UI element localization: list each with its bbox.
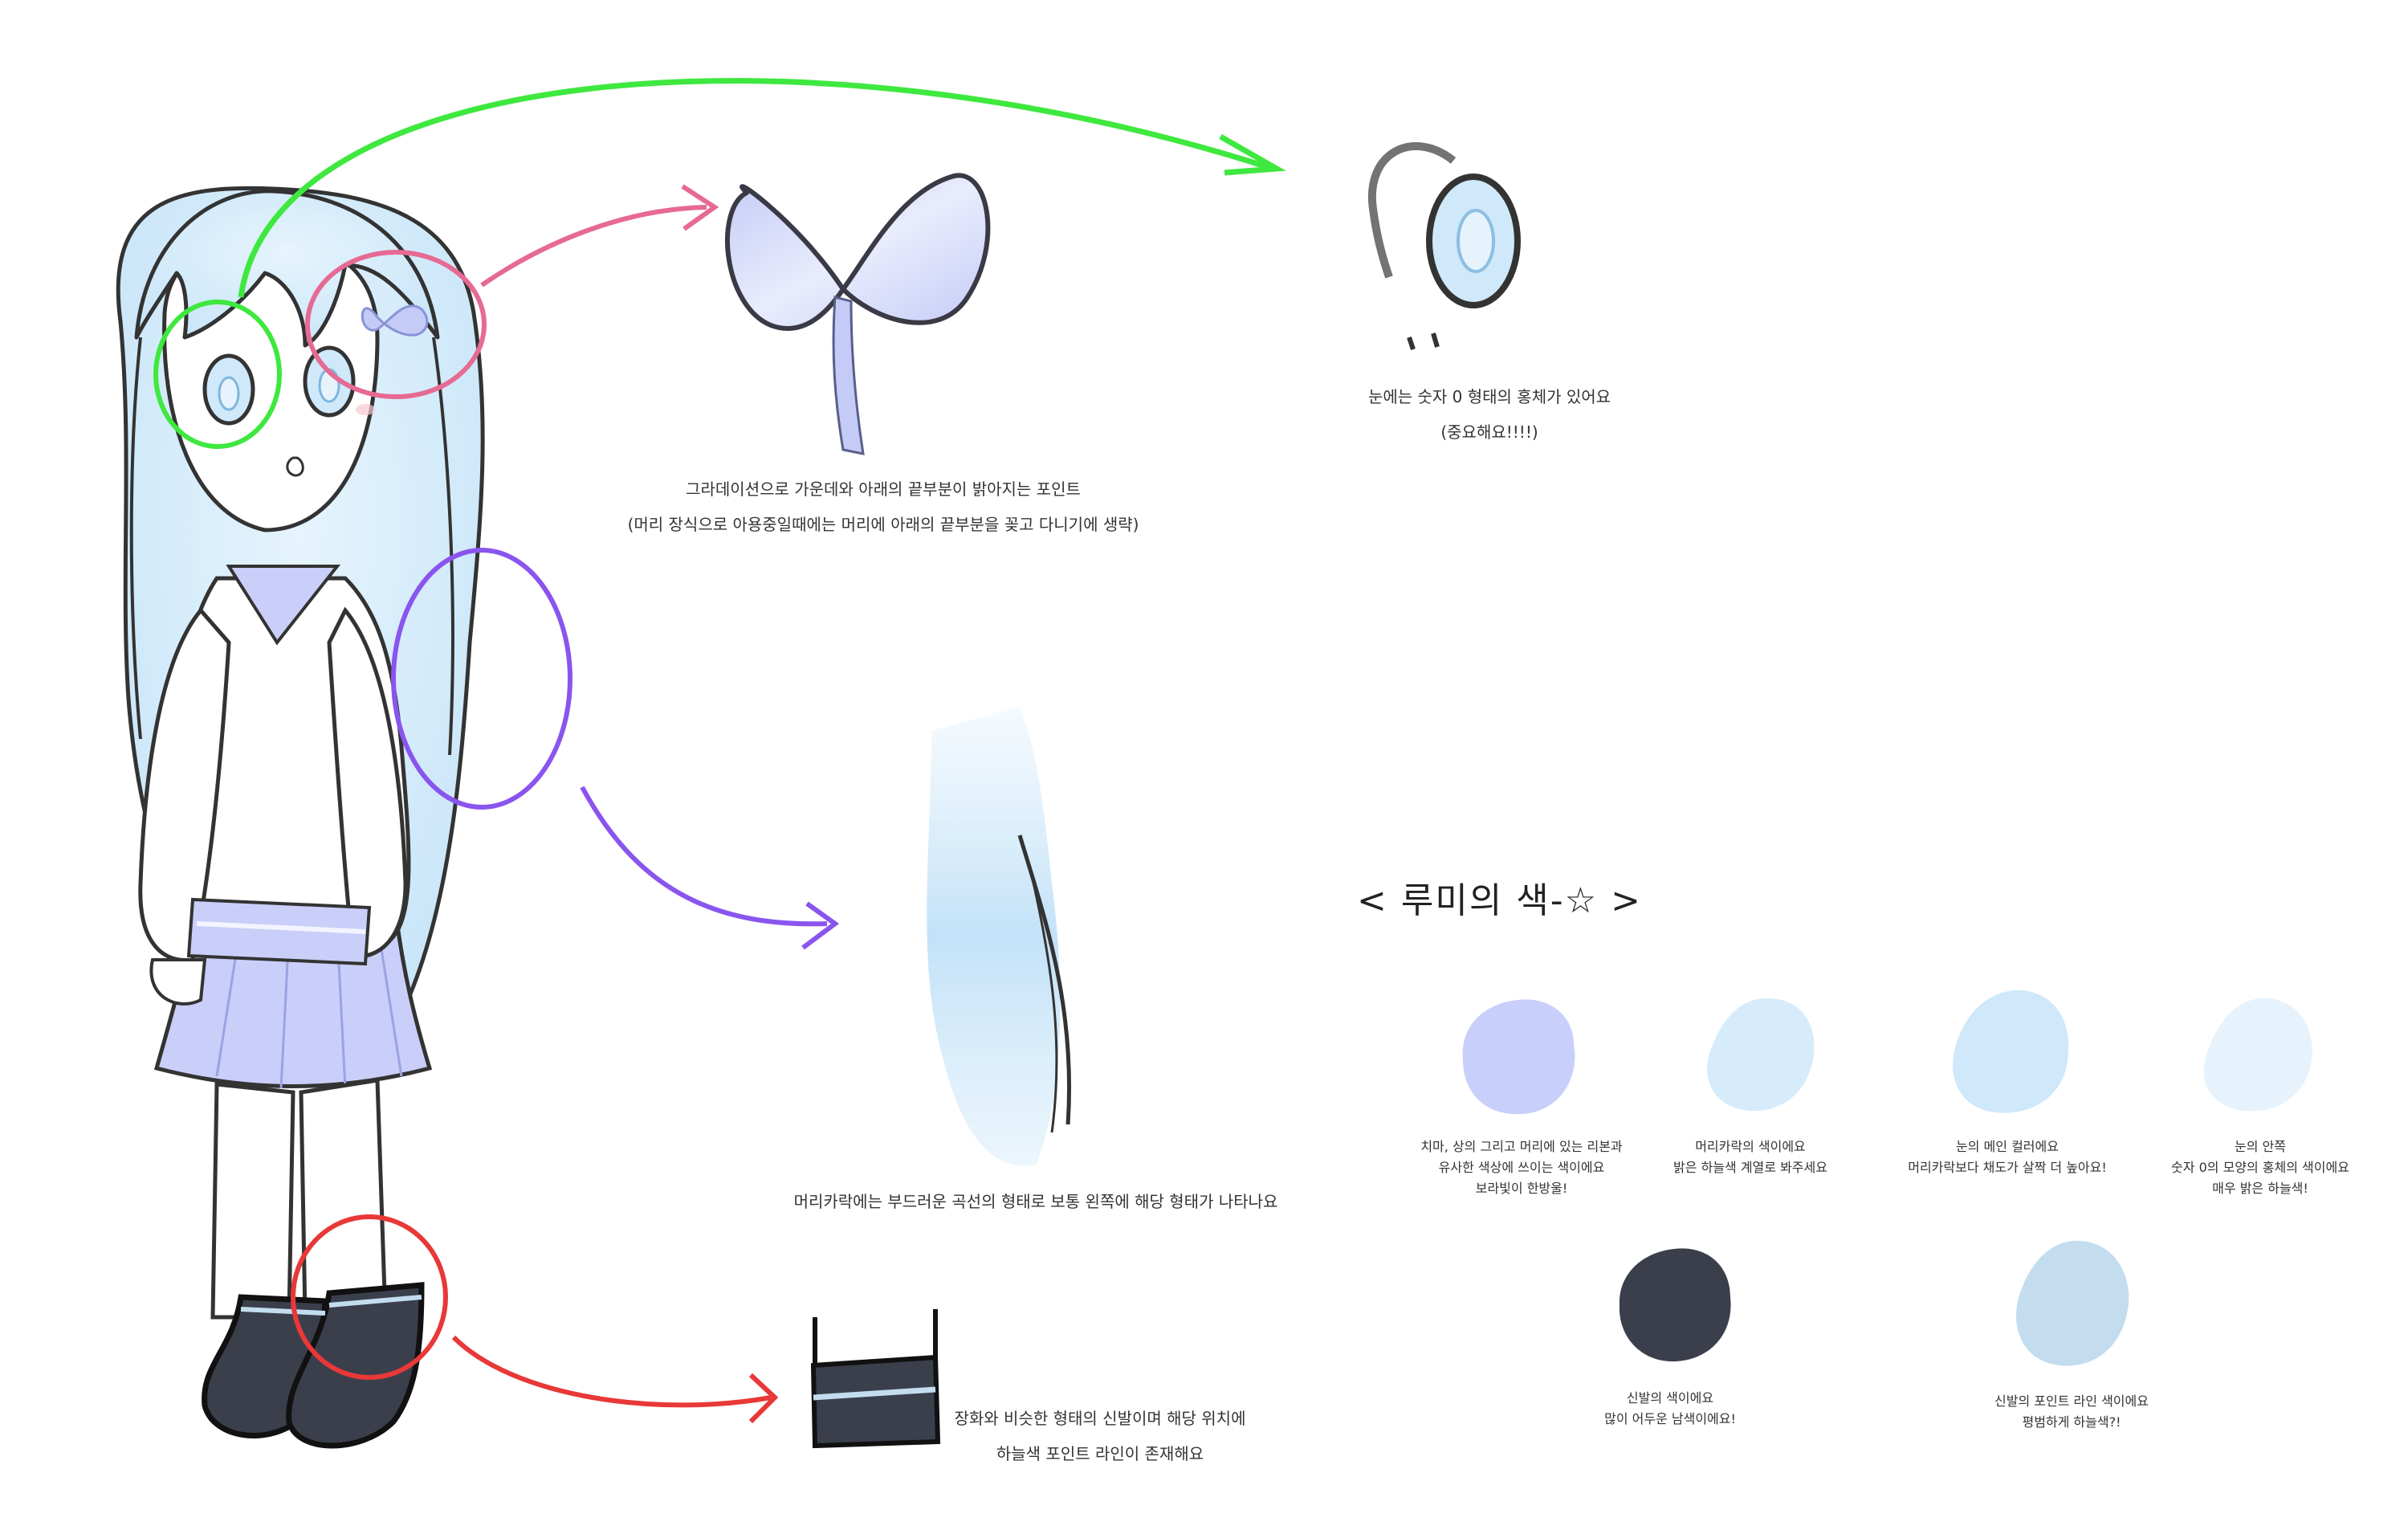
swatch-note-line: 평범하게 하늘색?!	[2022, 1414, 2121, 1430]
swatch-note-line: 유사한 색상에 쓰이는 색이에요	[1438, 1160, 1605, 1175]
swatch-eye-inner	[2203, 998, 2312, 1112]
hair-detail	[927, 707, 1072, 1166]
eye-note: 눈에는 숫자 0 형태의 홍체가 있어요 (중요해요!!!!)	[1329, 386, 1650, 443]
swatch-hair-note: 머리카락의 색이에요 밝은 하늘색 계열로 봐주세요	[1673, 1136, 1827, 1178]
ribbon-note: 그라데이션으로 가운데와 아래의 끝부분이 밝아지는 포인트 (머리 장식으로 …	[562, 478, 1204, 536]
swatch-skirt-ribbon	[1462, 999, 1575, 1115]
swatch-eye-main-note: 눈의 메인 컬러에요 머리카락보다 채도가 살짝 더 높아요!	[1908, 1136, 2107, 1178]
character-figure	[116, 186, 485, 1449]
red-arrow	[451, 1335, 772, 1408]
eye-highlight-circle	[153, 300, 282, 449]
boot-note-line-2: 하늘색 포인트 라인이 존재해요	[996, 1444, 1204, 1463]
hair-highlight-circle	[391, 548, 572, 810]
swatch-note-line: 보라빛이 한방울!	[1475, 1181, 1568, 1196]
eye-note-line-2: (중요해요!!!!)	[1440, 422, 1538, 442]
purple-arrow	[580, 785, 828, 927]
pink-arrow	[480, 205, 707, 288]
ribbon-note-line-1: 그라데이션으로 가운데와 아래의 끝부분이 밝아지는 포인트	[686, 479, 1081, 499]
eye-note-line-1: 눈에는 숫자 0 형태의 홍체가 있어요	[1367, 387, 1611, 406]
swatch-eye-inner-note: 눈의 안쪽 숫자 0의 모양의 홍체의 색이에요 매우 밝은 하늘색!	[2171, 1136, 2349, 1199]
swatch-note-line: 많이 어두운 남색이에요!	[1604, 1411, 1736, 1426]
swatch-boot	[1619, 1248, 1731, 1362]
ribbon-note-line-2: (머리 장식으로 아용중일때에는 머리에 아래의 끝부분을 꽂고 다니기에 생략…	[627, 515, 1139, 534]
eye-detail	[1367, 142, 1521, 350]
boot-note-line-1: 장화와 비슷한 형태의 신발이며 해당 위치에	[954, 1409, 1246, 1428]
hair-note-line: 머리카락에는 부드러운 곡선의 형태로 보통 왼쪽에 해당 형태가 나타나요	[793, 1192, 1278, 1211]
swatch-note-line: 밝은 하늘색 계열로 봐주세요	[1673, 1160, 1827, 1175]
swatch-hair	[1706, 998, 1815, 1112]
swatch-note-line: 매우 밝은 하늘색!	[2212, 1181, 2308, 1196]
swatch-boot-note: 신발의 색이에요 많이 어두운 남색이에요!	[1604, 1388, 1736, 1430]
boot-note: 장화와 비슷한 형태의 신발이며 해당 위치에 하늘색 포인트 라인이 존재해요	[931, 1407, 1269, 1465]
green-arrow	[238, 78, 1274, 298]
swatch-note-line: 머리카락보다 채도가 살짝 더 높아요!	[1908, 1160, 2107, 1175]
swatch-boot-line-note: 신발의 포인트 라인 색이에요 평범하게 하늘색?!	[1994, 1391, 2149, 1433]
boot-detail	[810, 1309, 941, 1449]
swatch-boot-line	[2015, 1240, 2129, 1366]
swatch-note-line: 눈의 안쪽	[2235, 1139, 2286, 1154]
swatch-eye-main	[1953, 990, 2069, 1113]
ribbon-highlight-circle	[305, 250, 487, 399]
swatch-note-line: 치마, 상의 그리고 머리에 있는 리본과	[1420, 1139, 1623, 1154]
palette-title: < 루미의 색-☆ >	[1357, 880, 1642, 921]
swatch-note-line: 숫자 0의 모양의 홍체의 색이에요	[2171, 1160, 2349, 1175]
swatch-skirt-ribbon-note: 치마, 상의 그리고 머리에 있는 리본과 유사한 색상에 쓰이는 색이에요 보…	[1420, 1136, 1622, 1199]
swatch-note-line: 눈의 메인 컬러에요	[1956, 1139, 2059, 1154]
sock-highlight-circle	[291, 1214, 448, 1380]
swatch-note-line: 신발의 색이에요	[1626, 1390, 1714, 1406]
hair-note: 머리카락에는 부드러운 곡선의 형태로 보통 왼쪽에 해당 형태가 나타나요	[747, 1190, 1325, 1213]
swatch-note-line: 신발의 포인트 라인 색이에요	[1994, 1393, 2149, 1409]
swatch-note-line: 머리카락의 색이에요	[1695, 1139, 1806, 1154]
ribbon-detail	[725, 173, 991, 455]
